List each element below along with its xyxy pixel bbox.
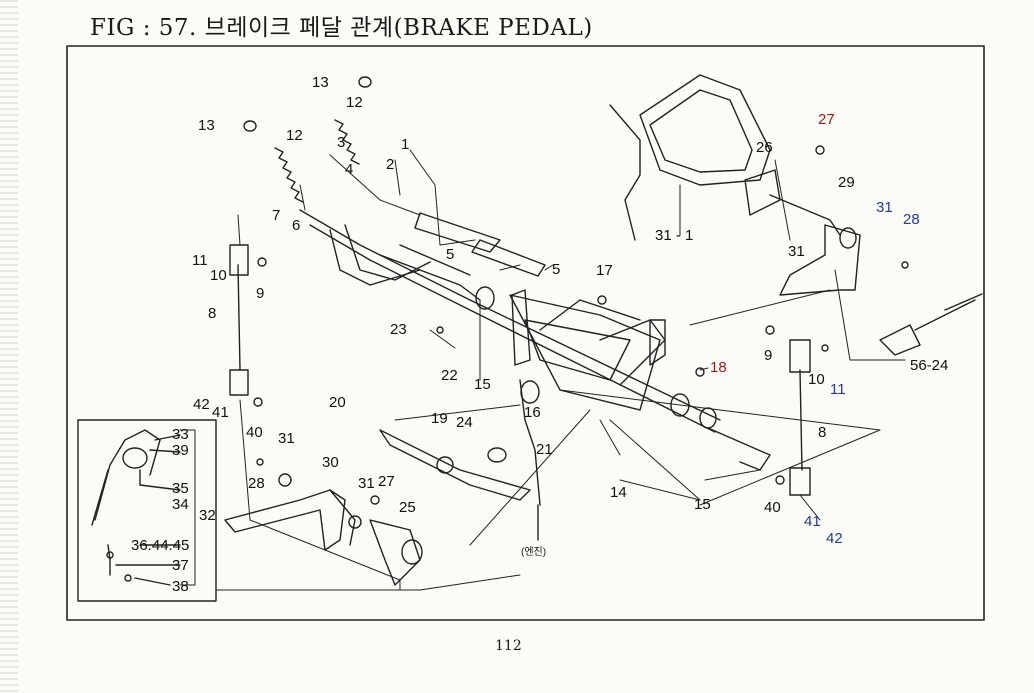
label-8a: 8 <box>208 305 217 322</box>
label-20: 20 <box>329 394 346 411</box>
label-19: 19 <box>431 410 448 427</box>
label-29: 29 <box>838 174 855 191</box>
label-39: 39 <box>172 442 189 459</box>
label-1: 1 <box>401 136 410 153</box>
label-10a: 10 <box>210 267 227 284</box>
label-34: 34 <box>172 496 189 513</box>
label-24: 24 <box>456 414 473 431</box>
label-4: 4 <box>345 161 354 178</box>
label-11a: 11 <box>192 252 208 269</box>
label-16: 16 <box>524 404 541 421</box>
page-number: 112 <box>495 638 522 654</box>
label-5b: 5 <box>552 261 561 278</box>
right-rod <box>765 325 811 496</box>
bolts <box>256 261 909 505</box>
label-41b: 41 <box>804 513 821 530</box>
label-31c: 31 <box>876 199 893 216</box>
cable-end <box>879 293 983 356</box>
label-8b: 8 <box>818 424 827 441</box>
label-35: 35 <box>172 480 189 497</box>
label-38: 38 <box>172 578 189 595</box>
label-32: 32 <box>199 507 216 524</box>
label-13b: 13 <box>198 117 215 134</box>
inset-box <box>77 419 217 602</box>
label-26: 26 <box>756 139 773 156</box>
diagram-border <box>66 45 985 621</box>
label-6: 6 <box>292 217 301 234</box>
label-31a: 31 <box>278 430 295 447</box>
right-bracket <box>609 74 861 296</box>
label-12b: 12 <box>286 127 303 144</box>
label-5a: 5 <box>446 246 455 263</box>
label-7: 7 <box>272 207 281 224</box>
label-12a: 12 <box>346 94 363 111</box>
label-2: 2 <box>386 156 395 173</box>
label-23: 23 <box>390 321 407 338</box>
label-9b: 9 <box>764 347 773 364</box>
left-rod <box>229 244 267 407</box>
label-15a: 15 <box>474 376 491 393</box>
label-33: 33 <box>172 426 189 443</box>
cross-shaft-assembly <box>299 209 771 471</box>
label-22: 22 <box>441 367 458 384</box>
label-31d: 31 <box>788 243 805 260</box>
center-linkage <box>379 379 541 541</box>
label-27b: 27 <box>818 111 835 128</box>
label-42b: 42 <box>826 530 843 547</box>
label-42a: 42 <box>193 396 210 413</box>
page-title: FIG : 57. 브레이크 페달 관계(BRAKE PEDAL) <box>90 15 593 41</box>
label-31b: 31 <box>358 475 375 492</box>
label-41a: 41 <box>212 404 229 421</box>
label-13a: 13 <box>312 74 329 91</box>
label-28a: 28 <box>248 475 265 492</box>
label-17: 17 <box>596 262 613 279</box>
label-25: 25 <box>399 499 416 516</box>
label-10b: 10 <box>808 371 825 388</box>
label-9a: 9 <box>256 285 265 302</box>
label-21: 21 <box>536 441 553 458</box>
label-11b: 11 <box>830 381 846 398</box>
label-14: 14 <box>610 484 627 501</box>
label-31-1: 31 - 1 <box>655 227 694 244</box>
leader-lines <box>179 149 906 591</box>
inset-cable <box>91 429 181 586</box>
springs <box>243 76 372 203</box>
label-18: 18 <box>710 359 727 376</box>
brake-pedals <box>329 212 546 301</box>
label-15b: 15 <box>694 496 711 513</box>
label-56-24: 56-24 <box>910 357 949 374</box>
lower-lever <box>224 473 423 586</box>
label-30: 30 <box>322 454 339 471</box>
label-36-44-45: 36.44.45 <box>131 537 190 554</box>
label-40b: 40 <box>764 499 781 516</box>
label-27a: 27 <box>378 473 395 490</box>
label-28b: 28 <box>903 211 920 228</box>
label-3: 3 <box>337 134 346 151</box>
label-40a: 40 <box>246 424 263 441</box>
scan-edge <box>0 0 18 693</box>
engine-note: (엔진) <box>521 547 547 558</box>
label-37: 37 <box>172 557 189 574</box>
